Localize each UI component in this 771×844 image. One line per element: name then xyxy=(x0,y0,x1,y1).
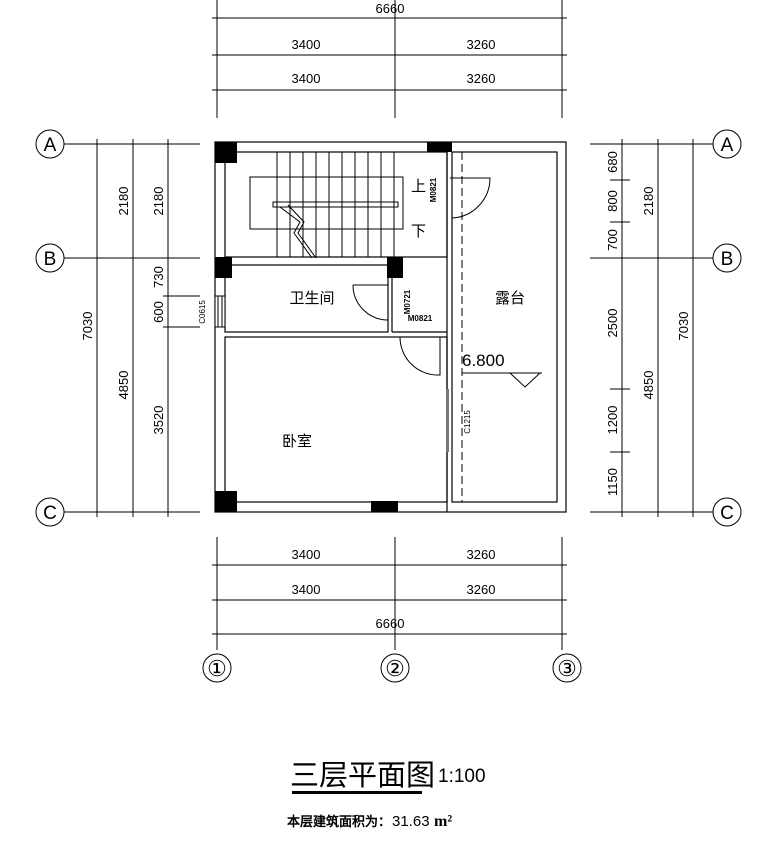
dim-bottom-2: 3260 xyxy=(467,547,496,562)
window-label-c1215: C1215 xyxy=(463,410,472,434)
dim-right-inner-3: 700 xyxy=(605,229,620,251)
drawing-title: 三层平面图 xyxy=(290,760,435,792)
columns xyxy=(215,142,452,512)
door-label-m0821-stair: M0821 xyxy=(429,177,438,202)
dim-bottom-1: 3400 xyxy=(292,547,321,562)
area-unit: m² xyxy=(434,813,452,830)
area-label: 本层建筑面积为： xyxy=(287,814,391,829)
left-dimensions: 7030 2180 4850 2180 730 600 3520 C0615 xyxy=(80,139,207,517)
axis-left-c: C xyxy=(43,503,57,524)
bottom-dimensions: 3400 3260 3400 3260 6660 xyxy=(212,537,567,650)
room-bedroom: 卧室 xyxy=(282,433,312,450)
drawing-scale: 1:100 xyxy=(438,766,486,787)
dim-right-mid-1: 2180 xyxy=(641,187,656,216)
elevation-value: 6.800 xyxy=(462,351,505,370)
room-terrace: 露台 xyxy=(495,290,525,307)
dim-right-mid-2: 4850 xyxy=(641,371,656,400)
elevation-marker: 6.800 xyxy=(462,351,542,388)
stair xyxy=(249,152,404,259)
dim-top-2: 3260 xyxy=(467,37,496,52)
dim-top-4: 3260 xyxy=(467,71,496,86)
axis-bottom-2: ② xyxy=(385,656,405,681)
door-label-m0721: M0721 xyxy=(403,289,412,314)
top-dimensions: 6660 3400 3260 3400 3260 xyxy=(212,0,567,118)
axis-bottom-3: ③ xyxy=(557,656,577,681)
dim-right-total: 7030 xyxy=(676,312,691,341)
dim-right-inner-6: 1150 xyxy=(605,468,620,496)
right-dimensions: 680 800 700 2500 1200 1150 2180 4850 703… xyxy=(590,139,700,517)
dim-left-total: 7030 xyxy=(80,312,95,341)
dim-left-inner-4: 3520 xyxy=(151,406,166,435)
dim-left-mid-1: 2180 xyxy=(116,187,131,216)
doors xyxy=(352,177,491,376)
axis-left-b: B xyxy=(44,249,57,270)
stair-down-label: 下 xyxy=(411,223,426,240)
axis-right-a: A xyxy=(721,135,734,156)
dim-right-inner-5: 1200 xyxy=(605,406,620,435)
walls xyxy=(214,141,567,513)
area-value: 31.63 xyxy=(392,813,430,830)
axis-bubbles: A B C A B C ① ② ③ xyxy=(35,129,742,683)
axis-right-b: B xyxy=(721,249,734,270)
dim-bottom-total: 6660 xyxy=(376,616,405,631)
dim-top-3: 3400 xyxy=(292,71,321,86)
axis-bottom-1: ① xyxy=(207,656,227,681)
dim-right-inner-4: 2500 xyxy=(605,309,620,338)
dim-bottom-3: 3400 xyxy=(292,582,321,597)
dim-left-inner-2: 730 xyxy=(151,266,166,288)
axis-left-a: A xyxy=(44,135,57,156)
dim-left-mid-2: 4850 xyxy=(116,371,131,400)
window-label-c0615: C0615 xyxy=(198,300,207,324)
dim-top-1: 3400 xyxy=(292,37,321,52)
room-bathroom: 卫生间 xyxy=(289,290,334,307)
dim-right-inner-2: 800 xyxy=(605,190,620,212)
dim-left-inner-3: 600 xyxy=(151,301,166,323)
stair-up-label: 上 xyxy=(411,178,426,195)
door-label-m0821-bedroom: M0821 xyxy=(408,314,433,323)
axis-right-c: C xyxy=(720,503,734,524)
dim-top-total: 6660 xyxy=(376,1,405,16)
dim-left-inner-1: 2180 xyxy=(151,187,166,216)
dim-bottom-4: 3260 xyxy=(467,582,496,597)
dim-right-inner-1: 680 xyxy=(605,151,620,173)
